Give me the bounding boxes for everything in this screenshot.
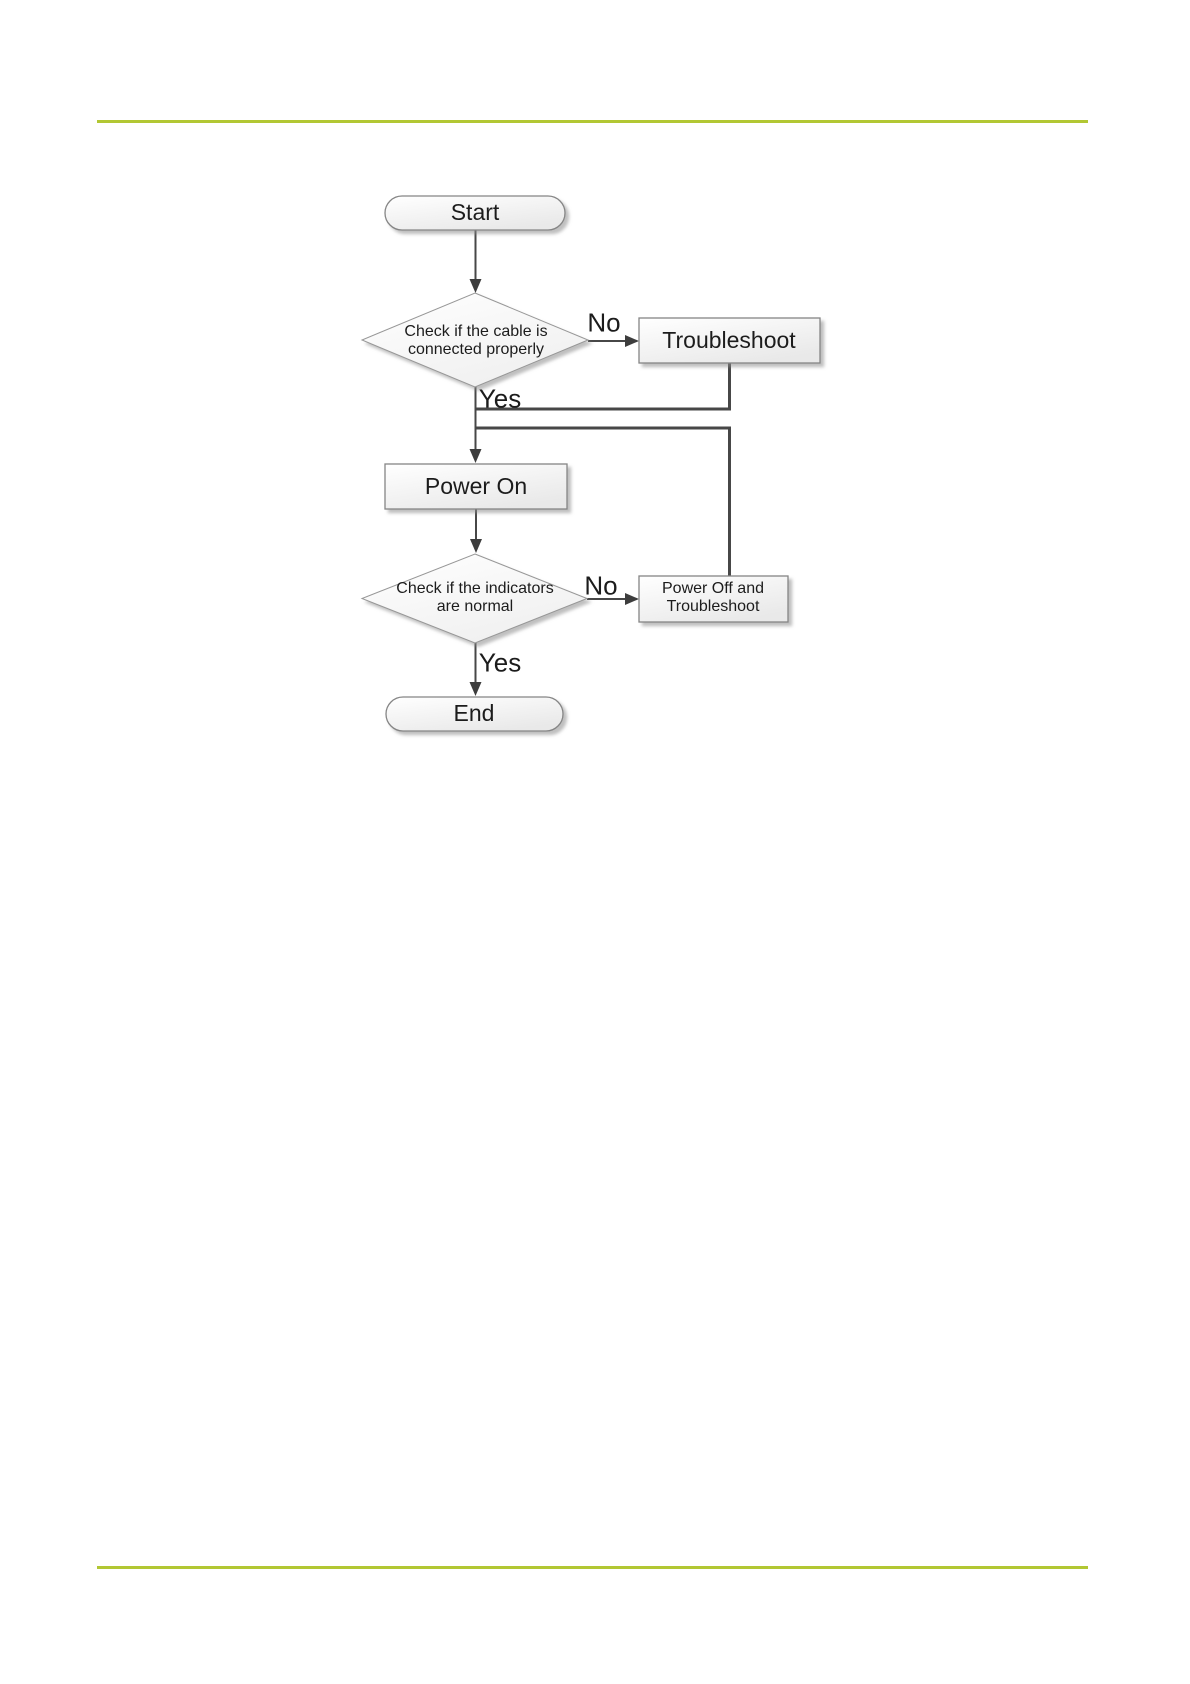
top-rule: [97, 120, 1088, 123]
decision1-label: Check if the cable is connected properly: [404, 323, 548, 358]
end-shape: [385, 696, 564, 732]
decision2-shape: [360, 553, 589, 644]
connector-troubleshoot-return: [475, 362, 731, 411]
power-on-label: Power On: [424, 473, 528, 500]
arrowhead-into-end: [469, 682, 482, 696]
arrowhead-into-poweron: [469, 449, 482, 463]
connector-poweroff-return: [475, 426, 731, 577]
arrowhead-into-decision2: [470, 539, 482, 553]
power-off-box: [638, 575, 789, 623]
no2-label: No: [584, 570, 618, 601]
bottom-rule: [97, 1566, 1088, 1569]
yes1-label: Yes: [478, 383, 522, 414]
troubleshoot-box: [638, 317, 821, 364]
power-on-box: [384, 463, 568, 510]
no1-label: No: [587, 307, 621, 338]
start-label: Start: [450, 199, 500, 226]
yes2-label: Yes: [478, 647, 522, 678]
arrowhead-into-decision1: [469, 279, 482, 293]
arrowhead-into-troubleshoot: [625, 335, 639, 347]
power-off-label: Power Off and Troubleshoot: [662, 580, 764, 615]
decision2-label: Check if the indicators are normal: [396, 580, 554, 615]
troubleshoot-label: Troubleshoot: [662, 327, 796, 354]
start-shape: [384, 195, 566, 231]
end-label: End: [453, 700, 495, 727]
decision1-shape: [360, 292, 590, 388]
arrowhead-into-poweroff: [625, 593, 639, 605]
